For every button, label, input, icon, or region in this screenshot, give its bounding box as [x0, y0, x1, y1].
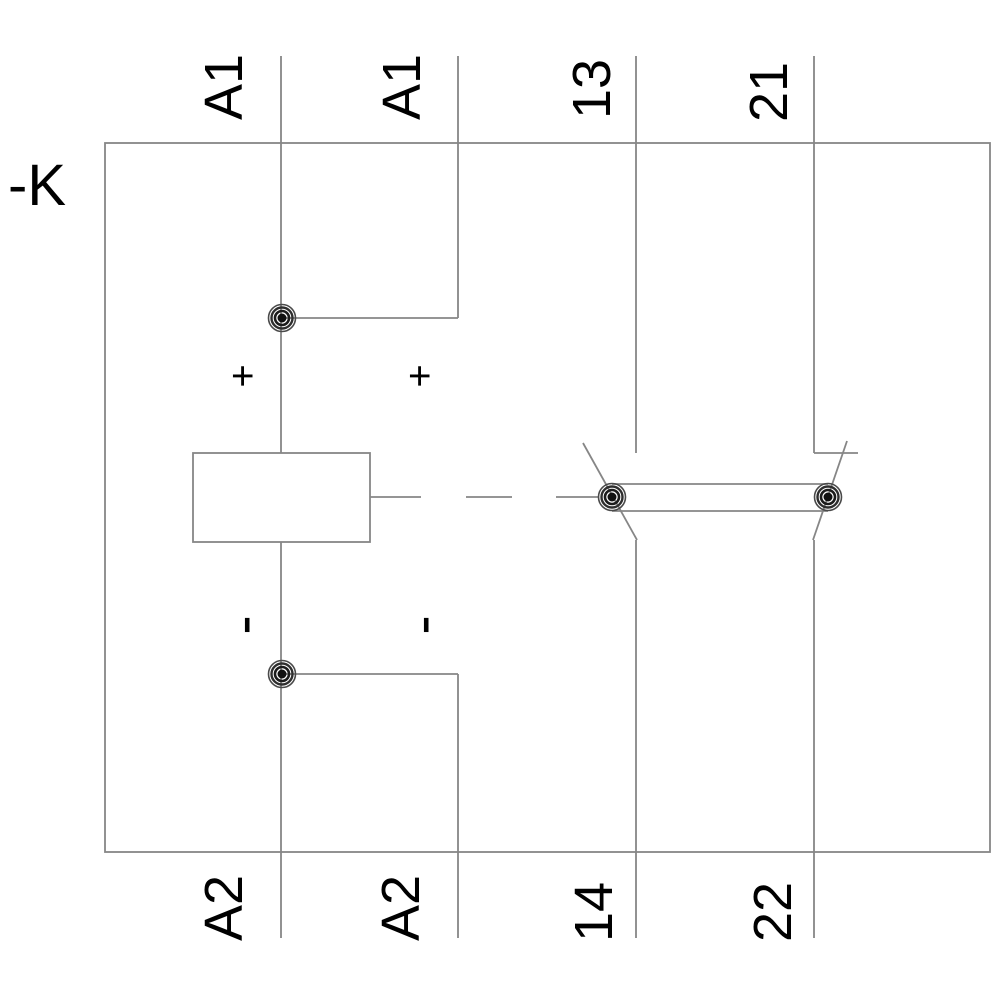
terminal-label-14: 14: [564, 881, 624, 943]
terminal-label-21: 21: [739, 61, 799, 123]
coil-symbol: [192, 452, 371, 543]
terminal-label-a1-left: A1: [194, 53, 254, 121]
polarity-plus-left: +: [221, 364, 265, 388]
polarity-minus-left: -: [211, 615, 276, 635]
terminal-label-13: 13: [562, 58, 622, 120]
polarity-minus-right: -: [390, 615, 455, 635]
junction-dots: [267, 303, 843, 689]
junction-dot-top: [267, 303, 297, 333]
terminal-label-a1-right: A1: [372, 53, 432, 121]
terminal-label-a2-right: A2: [371, 874, 431, 942]
contact-pivot-dot-right: [813, 482, 843, 512]
junction-dot-bottom: [267, 659, 297, 689]
polarity-plus-right: +: [398, 364, 442, 388]
device-outline-box: [104, 142, 991, 853]
device-designator-label: -K: [8, 153, 66, 218]
contact-pivot-dot-left: [597, 482, 627, 512]
terminal-label-a2-left: A2: [194, 874, 254, 942]
terminal-label-22: 22: [743, 881, 803, 943]
